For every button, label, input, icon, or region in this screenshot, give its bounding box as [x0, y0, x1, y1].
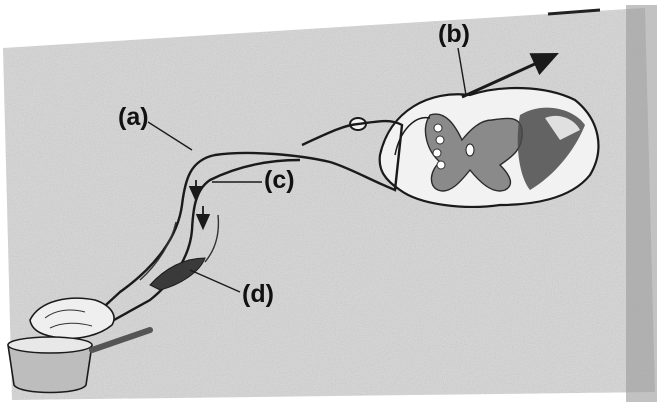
paper-sheet: [3, 5, 657, 402]
label-c: (c): [264, 166, 295, 194]
label-b: (b): [438, 20, 470, 48]
central-canal: [466, 144, 474, 156]
label-d: (d): [242, 280, 274, 308]
label-a: (a): [118, 103, 149, 131]
